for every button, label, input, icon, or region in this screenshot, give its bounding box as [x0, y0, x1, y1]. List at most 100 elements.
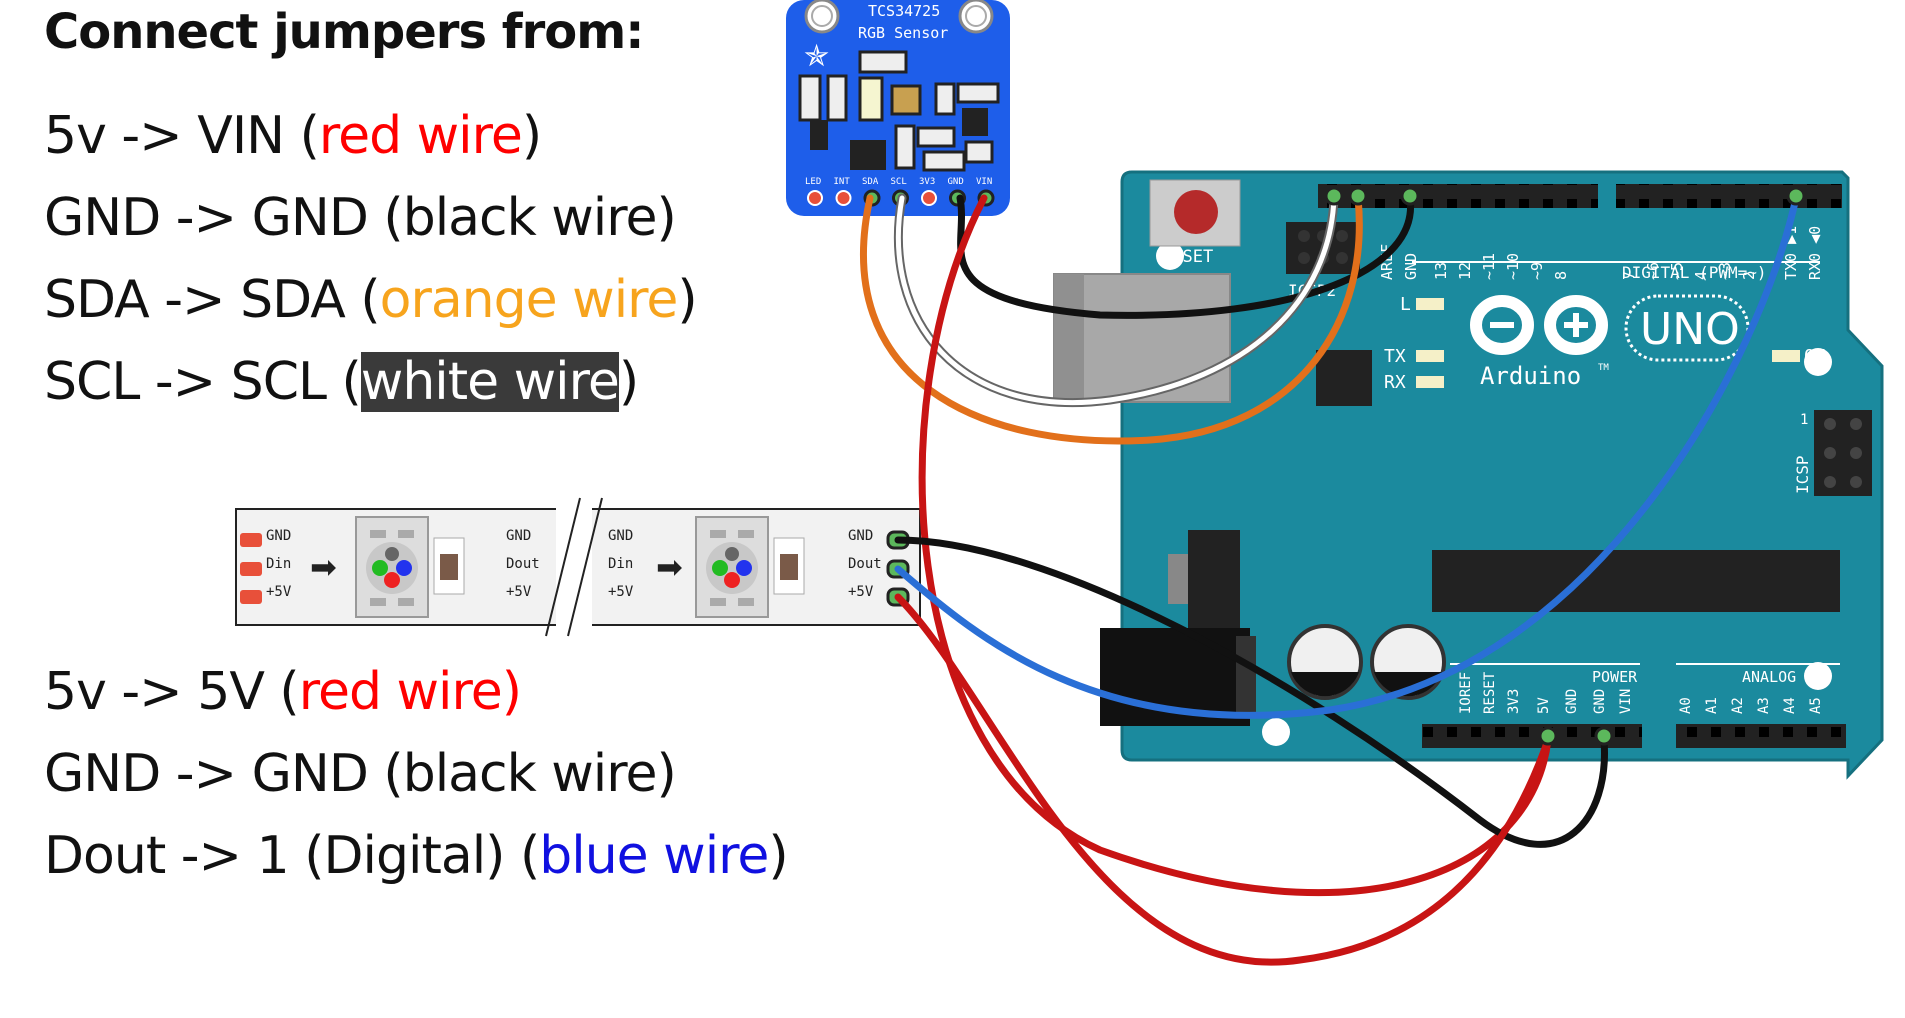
- power-pin-label: IOREF: [1458, 672, 1474, 714]
- capacitor-1: [1287, 624, 1363, 700]
- connection-text: SDA -> SDA (: [44, 270, 381, 330]
- strip-pad-label: +5V: [848, 584, 874, 600]
- arduino-logo: UNO Arduino TM: [1470, 294, 1750, 390]
- page-title: Connect jumpers from:: [44, 4, 644, 60]
- wire-color-label: black wire: [402, 744, 658, 804]
- connection-text: GND -> GND (: [44, 744, 404, 804]
- digital-pin-label: 2: [1740, 271, 1758, 280]
- rgb-led-2: [695, 516, 805, 618]
- sensor-pin-label: 3V3: [919, 177, 935, 187]
- power-pin-label: 5V: [1536, 697, 1552, 714]
- wire-red-strip-5v: [894, 593, 1552, 966]
- usb-chip: [1316, 350, 1372, 406]
- atmega-chip: [1432, 550, 1840, 612]
- wire-color-label: white wire: [360, 352, 620, 412]
- sensor-connection-line: SCL -> SCL (white wire): [44, 352, 639, 412]
- strip-pad-label: +5V: [506, 584, 532, 600]
- reset-button[interactable]: [1174, 190, 1218, 234]
- arrow-right-icon: ➡: [656, 549, 683, 585]
- power-pin-label: VIN: [1618, 689, 1634, 714]
- sensor-connection-line: 5v -> VIN (red wire): [44, 106, 542, 166]
- digital-pin-label: ~3: [1716, 262, 1734, 280]
- digital-pin-label: ~9: [1528, 262, 1546, 280]
- power-pin-label: 3V3: [1506, 689, 1522, 714]
- analog-pin-label: A1: [1704, 697, 1720, 714]
- sensor-title-2: RGB Sensor: [858, 24, 948, 42]
- sensor-pin-label: SCL: [891, 177, 907, 187]
- strip-pad-label: GND: [848, 528, 873, 544]
- strip-pad-label: Dout: [506, 556, 540, 572]
- led-l-label: L: [1400, 294, 1411, 315]
- reset-label: RESET: [1162, 247, 1213, 267]
- strip-pad-label: Din: [266, 556, 291, 572]
- strip-pad-label: +5V: [266, 584, 292, 600]
- icsp-one-label: 1: [1800, 412, 1808, 428]
- sensor-connection-line: SDA -> SDA (orange wire): [44, 270, 698, 330]
- arrow-right-icon: ➡: [310, 549, 337, 585]
- sensor-connection-line: GND -> GND (black wire): [44, 188, 677, 248]
- strip-connection-line: GND -> GND (black wire): [44, 744, 677, 804]
- sensor-pin: [835, 190, 852, 206]
- connection-close: ): [656, 744, 676, 804]
- strip-connection-line: 5v -> 5V (red wire): [44, 662, 522, 722]
- digital-pin-label: 7: [1620, 271, 1638, 280]
- strip-connection-line: Dout -> 1 (Digital) (blue wire): [44, 826, 789, 886]
- strip-pad-label: GND: [506, 528, 531, 544]
- digital-pin-label: 8: [1552, 271, 1570, 280]
- digital-pin-label: 4: [1692, 271, 1710, 280]
- wire-color-label: orange wire: [379, 270, 679, 330]
- led-rx-label: RX: [1384, 372, 1406, 393]
- strip-pad-label: Din: [608, 556, 633, 572]
- digital-pin-label: ~5: [1668, 262, 1686, 280]
- strip-pad-label: Dout: [848, 556, 882, 572]
- digital-label: DIGITAL (PWM=~): [1622, 263, 1767, 282]
- sensor-led: [858, 76, 884, 122]
- digital-pin-label: ~6: [1644, 262, 1662, 280]
- digital-pin-label: GND: [1402, 253, 1420, 280]
- sensor-pin: [807, 190, 823, 206]
- wire-red-sensor-vin: [918, 194, 1552, 897]
- on-label: ON: [1804, 346, 1826, 367]
- led-strip: GND Din +5V GND Dout +5V GND Din +5V GND Dout +5…: [235, 497, 921, 637]
- digital-pin-label: 13: [1432, 262, 1450, 280]
- sensor-pin: [921, 190, 937, 206]
- strip-pad-label: GND: [608, 528, 633, 544]
- jumper-wires: [860, 193, 1800, 966]
- sensor-pin-label: VIN: [976, 177, 992, 187]
- wire-black-strip-gnd: [894, 536, 1608, 848]
- connection-close: ): [618, 352, 639, 412]
- arduino-brand: Arduino: [1480, 362, 1581, 390]
- connection-text: 5v -> 5V (: [44, 662, 300, 722]
- power-pin-label: RESET: [1482, 671, 1498, 714]
- sensor-pin-label: LED: [805, 177, 821, 187]
- strip-pad-label: +5V: [608, 584, 634, 600]
- digital-pin-label: 12: [1456, 262, 1474, 280]
- led-tx-label: TX: [1384, 346, 1406, 367]
- wire-color-label: red wire): [298, 662, 522, 722]
- analog-pin-label: A3: [1756, 697, 1772, 714]
- rgb-led-1: [355, 516, 465, 618]
- strip-pad-label: GND: [266, 528, 291, 544]
- power-pin-label: GND: [1564, 689, 1580, 714]
- uno-label: UNO: [1640, 304, 1740, 355]
- icsp-label: ICSP: [1793, 455, 1812, 494]
- adafruit-star-icon: ✯: [804, 40, 829, 73]
- connection-text: GND -> GND (: [44, 188, 404, 248]
- sensor-pin-label: GND: [948, 177, 964, 187]
- digital-pin-label: ~11: [1480, 253, 1498, 280]
- digital-pin-label: RX0 ◀0: [1806, 226, 1824, 280]
- analog-pin-label: A0: [1678, 697, 1694, 714]
- arduino-tm: TM: [1598, 363, 1609, 373]
- connection-close: ): [768, 826, 788, 886]
- analog-header: [1676, 724, 1846, 748]
- connection-text: Dout -> 1 (Digital) (: [44, 826, 540, 886]
- color-sensor-chip: [890, 84, 922, 116]
- connection-close: ): [656, 188, 676, 248]
- sensor-pin-label: INT: [834, 177, 851, 187]
- connection-close: ): [677, 270, 697, 330]
- connection-text: 5v -> VIN (: [44, 106, 320, 166]
- sensor-pin-label: SDA: [862, 177, 879, 187]
- wire-color-label: blue wire: [539, 826, 769, 886]
